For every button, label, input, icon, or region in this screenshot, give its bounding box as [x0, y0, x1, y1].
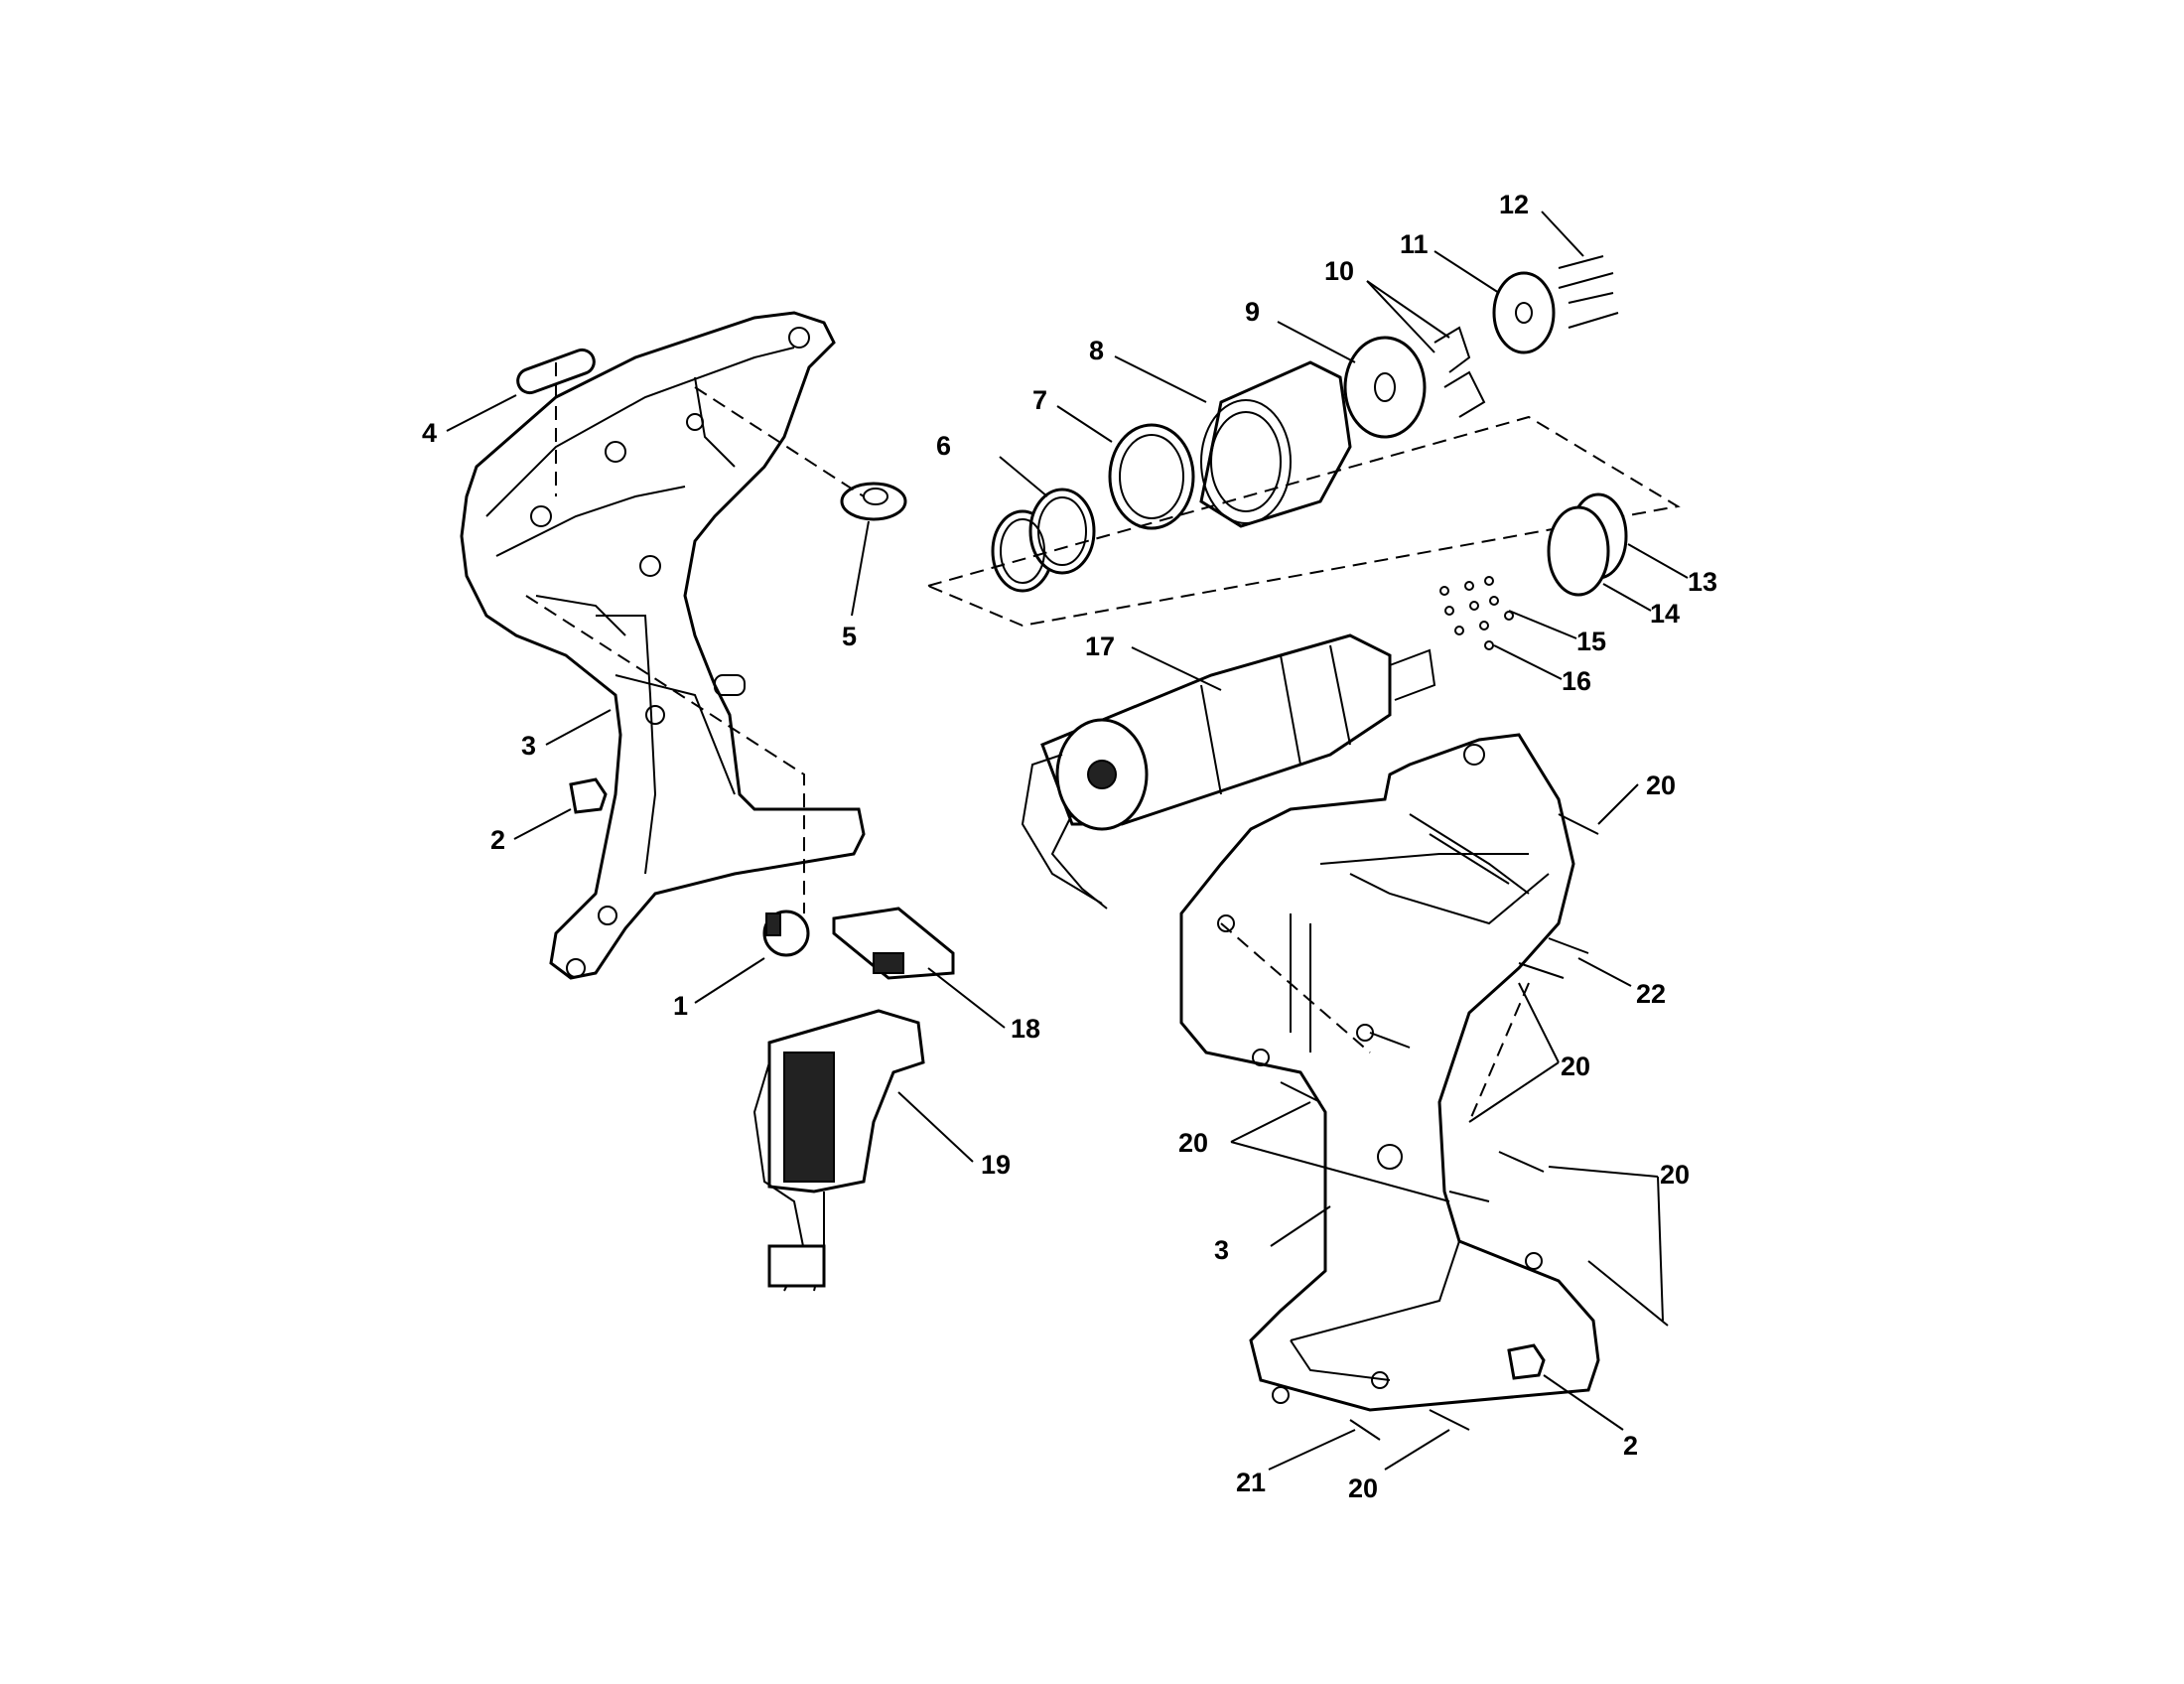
callout-3-left: 3	[521, 731, 536, 761]
alignment-line-3	[1468, 982, 1530, 1123]
callout-labels: 4 5 6 7 8 9 10 11 12 13 14 15 16 17 3 2 …	[422, 190, 1717, 1503]
clip-part-2-right	[1507, 1343, 1546, 1380]
alignment-line-5	[694, 386, 865, 497]
screw-part-21	[1349, 1419, 1381, 1441]
leader-lines	[446, 210, 1689, 1471]
clips-part-10	[1433, 326, 1486, 418]
callout-14: 14	[1650, 599, 1680, 629]
callout-12: 12	[1499, 190, 1529, 219]
left-housing-half	[460, 311, 866, 980]
callout-13: 13	[1688, 567, 1717, 597]
right-housing-half	[1179, 733, 1600, 1412]
trigger-switch-part-19	[752, 1009, 925, 1292]
alignment-line-2	[1220, 922, 1371, 1053]
callout-11: 11	[1400, 229, 1429, 259]
clip-part-2-left	[569, 777, 608, 814]
gearbox-outline	[924, 415, 1681, 628]
slider-part-18	[832, 907, 955, 980]
callout-2-right: 2	[1623, 1431, 1638, 1461]
callout-20-right-mid: 20	[1561, 1052, 1590, 1081]
pins-part-15-16	[1439, 576, 1514, 650]
callout-17: 17	[1085, 632, 1115, 661]
callout-1: 1	[673, 991, 688, 1021]
screws-part-20	[1280, 813, 1669, 1431]
callout-15: 15	[1576, 627, 1606, 656]
ring-part-14	[1547, 505, 1610, 597]
callout-20-bottom: 20	[1348, 1474, 1378, 1503]
callout-9: 9	[1245, 297, 1260, 327]
callout-22: 22	[1636, 979, 1666, 1009]
callout-21: 21	[1236, 1468, 1266, 1497]
callout-5: 5	[842, 622, 857, 651]
callout-20-right-low: 20	[1660, 1160, 1690, 1190]
callout-2-left: 2	[490, 825, 505, 855]
plate-part-9	[1343, 336, 1427, 439]
callout-4: 4	[422, 418, 437, 448]
callout-16: 16	[1562, 666, 1591, 696]
plate-part-11	[1492, 271, 1556, 354]
callout-20-top: 20	[1646, 771, 1676, 800]
callout-3-right: 3	[1214, 1235, 1229, 1265]
spring-part-6	[991, 488, 1096, 593]
callout-7: 7	[1032, 385, 1047, 415]
alignment-line-1	[525, 595, 805, 913]
callout-6: 6	[936, 431, 951, 461]
callout-18: 18	[1011, 1014, 1040, 1044]
callout-19: 19	[981, 1150, 1011, 1180]
callout-10: 10	[1324, 256, 1354, 286]
callout-20-left-mid: 20	[1178, 1128, 1208, 1158]
screws-part-12	[1558, 255, 1619, 329]
screw-part-22	[1548, 937, 1589, 954]
knob-part-1	[762, 910, 810, 957]
motor-part-17	[1021, 633, 1436, 910]
clutch-collar-part-8	[1199, 360, 1352, 528]
ring-part-7	[1108, 423, 1195, 530]
callout-8: 8	[1089, 336, 1104, 365]
